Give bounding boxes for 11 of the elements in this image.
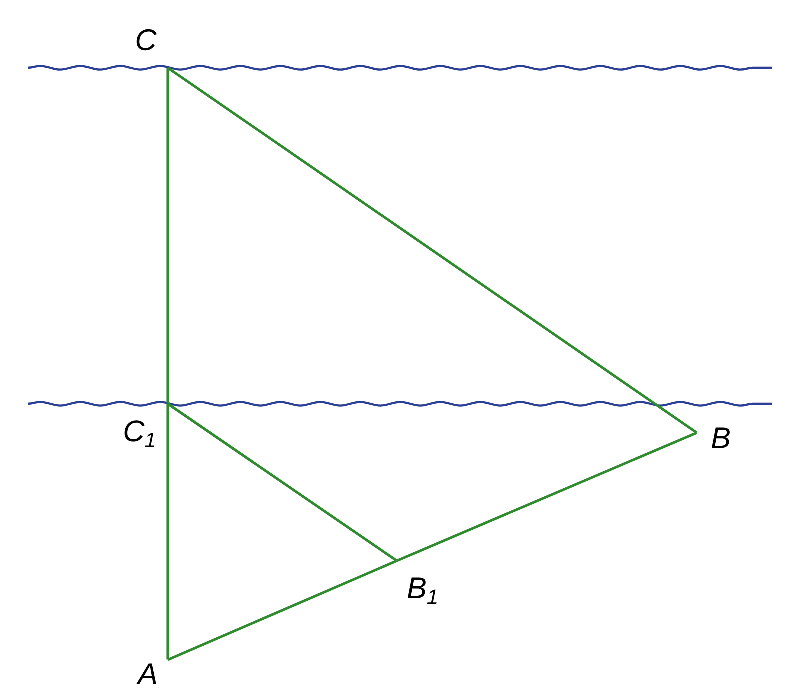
segment <box>166 68 170 404</box>
segment <box>166 404 170 660</box>
point-label: C <box>136 29 157 51</box>
point-label: B$_{1}$ <box>408 578 437 604</box>
point-label: B <box>712 428 730 448</box>
segment <box>168 560 398 662</box>
segment <box>167 403 398 562</box>
point-label: C$_{1}$ <box>124 420 155 448</box>
segment <box>167 67 698 434</box>
segment <box>396 432 698 562</box>
point-label: A <box>136 664 156 684</box>
